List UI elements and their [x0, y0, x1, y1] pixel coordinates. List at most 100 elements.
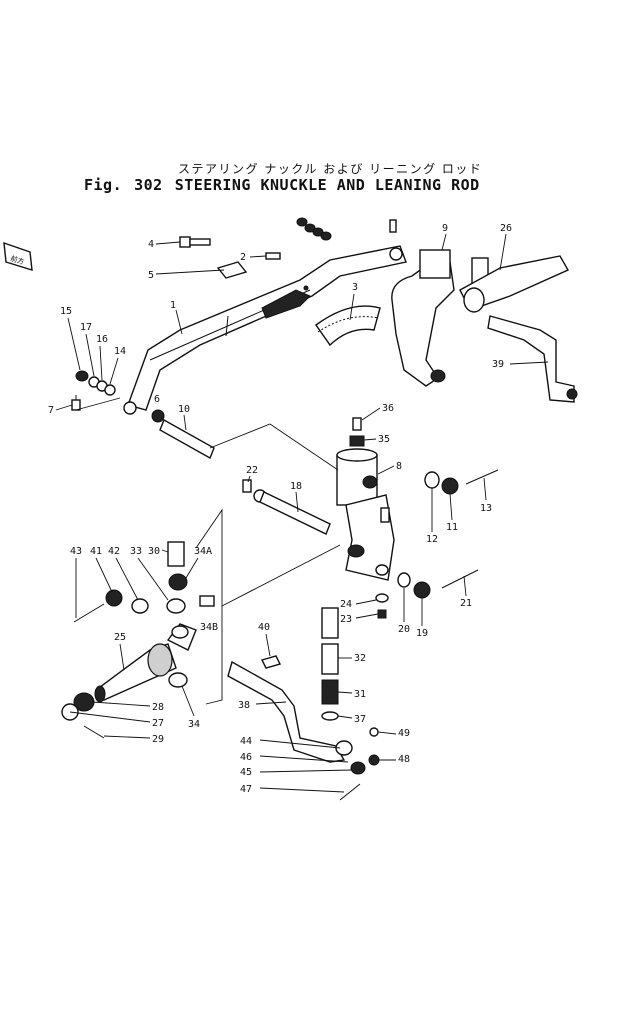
callout-46: 46 — [240, 752, 252, 763]
pin-2 — [265, 252, 281, 260]
callout-30: 30 — [148, 546, 160, 557]
callout-48: 48 — [398, 754, 410, 765]
callout-9: 9 — [442, 223, 448, 234]
callout-26: 26 — [500, 223, 512, 234]
figure-title-english: STEERING KNUCKLE AND LEANING ROD — [174, 176, 480, 194]
leader-7-beam — [75, 397, 121, 411]
callout-1: 1 — [170, 300, 176, 311]
callout-24: 24 — [340, 599, 352, 610]
callout-14: 14 — [114, 346, 126, 357]
key-40 — [260, 655, 282, 669]
callout-8: 8 — [396, 461, 402, 472]
nut-19 — [413, 581, 431, 599]
washer-stack-left — [75, 370, 116, 396]
fitting-48 — [368, 754, 380, 766]
grease-fitting-22 — [242, 479, 252, 493]
washer-12 — [424, 471, 440, 489]
spindle-26 — [459, 255, 569, 313]
callout-47: 47 — [240, 784, 252, 795]
callout-43: 43 — [70, 546, 82, 557]
callout-36: 36 — [382, 403, 394, 414]
figure-number: 302 — [134, 176, 163, 194]
callout-7: 7 — [48, 405, 54, 416]
callout-16: 16 — [96, 334, 108, 345]
callout-28: 28 — [152, 702, 164, 713]
figure-prefix: Fig. — [84, 176, 123, 194]
callout-34: 34 — [188, 719, 200, 730]
callout-27: 27 — [152, 718, 164, 729]
callout-25: 25 — [114, 632, 126, 643]
callout-21: 21 — [460, 598, 472, 609]
callout-35: 35 — [378, 434, 390, 445]
callout-44: 44 — [240, 736, 252, 747]
nut-row-top — [296, 217, 397, 241]
callout-49: 49 — [398, 728, 410, 739]
cotter-pin-47 — [339, 783, 361, 801]
callout-15: 15 — [60, 306, 72, 317]
cotter-pin-13 — [465, 469, 499, 485]
bolt-18 — [253, 489, 331, 535]
callout-41: 41 — [90, 546, 102, 557]
steering-knuckle-right — [391, 249, 455, 387]
callout-40: 40 — [258, 622, 270, 633]
nut-45 — [350, 761, 366, 775]
nut-41 — [105, 589, 123, 607]
washer-33 — [166, 598, 186, 614]
callout-22: 22 — [246, 465, 258, 476]
callout-18: 18 — [290, 481, 302, 492]
figure-title: Fig. 302 STEERING KNUCKLE AND LEANING ROD — [84, 176, 480, 194]
callout-29: 29 — [152, 734, 164, 745]
front-direction-tag-text: 前方 — [9, 254, 25, 267]
washer-34 — [168, 672, 188, 688]
callout-17: 17 — [80, 322, 92, 333]
callout-6: 6 — [154, 394, 160, 405]
callout-19: 19 — [416, 628, 428, 639]
leader-10-knuckle — [209, 423, 339, 471]
callout-42: 42 — [108, 546, 120, 557]
callout-13: 13 — [480, 503, 492, 514]
cotter-pin-43 — [73, 603, 105, 623]
callout-12: 12 — [426, 534, 438, 545]
callout-33: 33 — [130, 546, 142, 557]
callout-3: 3 — [352, 282, 358, 293]
front-direction-tag: 前方 — [3, 241, 33, 271]
callout-39: 39 — [492, 359, 504, 370]
kingpin-10 — [151, 409, 215, 460]
callout-11: 11 — [446, 522, 458, 533]
callout-4: 4 — [148, 239, 154, 250]
leader-group-knuckle — [221, 544, 341, 607]
callout-32: 32 — [354, 653, 366, 664]
callout-23: 23 — [340, 614, 352, 625]
callout-45: 45 — [240, 767, 252, 778]
nut-11 — [441, 477, 459, 495]
cotter-pin-21 — [441, 569, 479, 589]
callout-2: 2 — [240, 252, 246, 263]
callout-34a: 34A — [194, 546, 212, 557]
group-bracket-left — [195, 508, 223, 705]
washer-20 — [397, 572, 411, 588]
callout-5: 5 — [148, 270, 154, 281]
fitting-49 — [369, 727, 379, 737]
knuckle-8 — [336, 448, 395, 581]
washer-42 — [131, 598, 149, 614]
gear-sector — [261, 289, 381, 347]
bushing-stack-lower — [321, 593, 389, 721]
callout-10: 10 — [178, 404, 190, 415]
steering-knuckle-left — [94, 623, 197, 703]
bolt-4 — [179, 236, 211, 248]
callout-31: 31 — [354, 689, 366, 700]
callout-34b: 34B — [200, 622, 218, 633]
callout-37: 37 — [354, 714, 366, 725]
grease-fitting-36 — [349, 417, 365, 447]
callout-labels: 1 2 3 4 5 6 7 8 9 10 11 12 13 14 15 16 1… — [48, 223, 549, 795]
bushing-34a — [168, 573, 188, 591]
bushing-30 — [167, 541, 185, 567]
arm-39 — [487, 315, 578, 403]
callout-38: 38 — [238, 700, 250, 711]
grease-fitting-7 — [71, 395, 81, 411]
cotter-pin-29 — [83, 725, 105, 739]
plug-34b — [199, 595, 215, 607]
plate-5 — [216, 261, 248, 279]
figure-title-japanese: ステアリング ナックル および リーニング ロッド — [178, 162, 483, 176]
